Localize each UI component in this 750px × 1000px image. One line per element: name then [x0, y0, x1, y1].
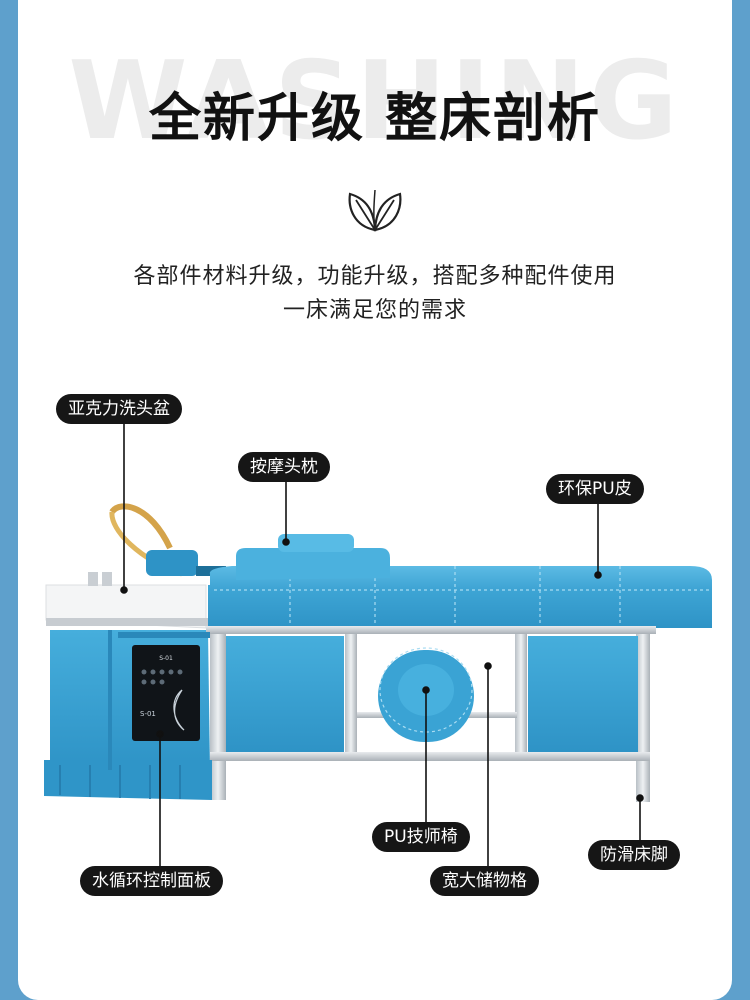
label-storage: 宽大储物格 [430, 866, 539, 896]
label-pu-stool: PU技师椅 [372, 822, 470, 852]
control-panel [132, 645, 200, 741]
subtitle-line-2: 一床满足您的需求 [282, 298, 467, 323]
svg-text:S-01: S-01 [140, 710, 156, 718]
page-title: 全新升级 整床剖析 [148, 89, 602, 149]
label-pu-leather: 环保PU皮 [546, 474, 644, 504]
leaf-icon [348, 189, 402, 232]
massage-pillow [278, 534, 354, 552]
subtitle-line-1: 各部件材料升级，功能升级，搭配多种配件使用 [133, 264, 617, 289]
label-anti-slip-feet: 防滑床脚 [588, 840, 680, 870]
svg-text:S-01: S-01 [159, 655, 173, 662]
label-massage-pillow: 按摩头枕 [238, 452, 330, 482]
background-watermark-word: WASHING [68, 39, 682, 164]
neck-rest [146, 550, 198, 576]
label-control-panel: 水循环控制面板 [80, 866, 223, 896]
label-acrylic-basin: 亚克力洗头盆 [56, 394, 182, 424]
